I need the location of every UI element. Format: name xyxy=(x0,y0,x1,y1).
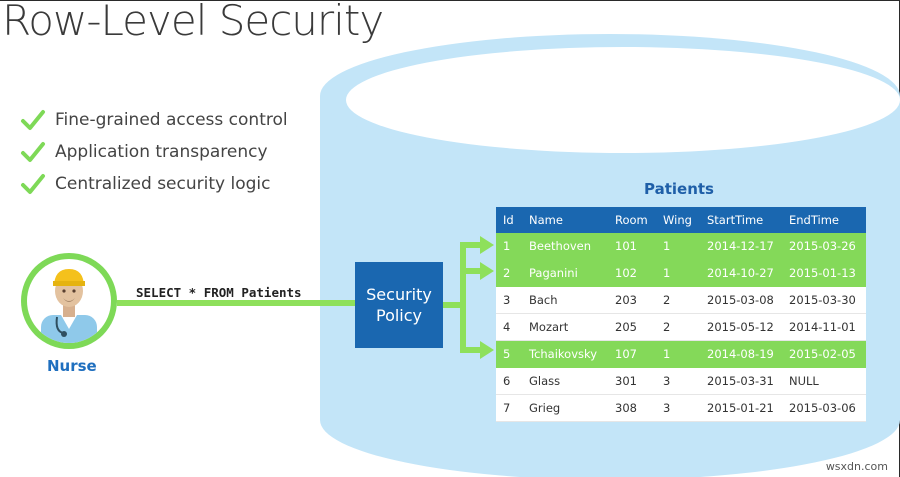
feature-text: Application transparency xyxy=(55,142,268,162)
patients-table: Id Name Room Wing StartTime EndTime 1 Be… xyxy=(496,207,866,422)
cell-wing: 3 xyxy=(656,394,700,422)
cell-room: 101 xyxy=(608,233,656,260)
cell-wing: 1 xyxy=(656,233,700,260)
cell-room: 102 xyxy=(608,259,656,287)
cell-start: 2015-03-08 xyxy=(700,286,782,314)
feature-item: Application transparency xyxy=(20,136,288,168)
cell-start: 2014-10-27 xyxy=(700,259,782,287)
cell-end: 2014-11-01 xyxy=(782,313,866,341)
cell-start: 2015-05-12 xyxy=(700,313,782,341)
cell-wing: 1 xyxy=(656,259,700,287)
query-connector xyxy=(117,300,355,306)
table-row: 4 Mozart 205 2 2015-05-12 2014-11-01 xyxy=(496,313,866,341)
cell-name: Mozart xyxy=(522,313,608,341)
feature-text: Fine-grained access control xyxy=(55,110,288,130)
column-header: Name xyxy=(522,207,608,233)
feature-list: Fine-grained access control Application … xyxy=(20,104,288,200)
cell-name: Paganini xyxy=(522,259,608,287)
table-row: 3 Bach 203 2 2015-03-08 2015-03-30 xyxy=(496,286,866,314)
cell-wing: 2 xyxy=(656,313,700,341)
column-header: Room xyxy=(608,207,656,233)
cell-room: 107 xyxy=(608,340,656,368)
table-row: 5 Tchaikovsky 107 1 2014-08-19 2015-02-0… xyxy=(496,340,866,368)
cell-name: Grieg xyxy=(522,394,608,422)
cell-id: 7 xyxy=(496,394,522,422)
cell-end: 2015-02-05 xyxy=(782,340,866,368)
sql-query-text: SELECT * FROM Patients xyxy=(136,285,302,300)
frame-border-top xyxy=(0,0,900,1)
cell-id: 5 xyxy=(496,340,522,368)
cell-id: 3 xyxy=(496,286,522,314)
cell-id: 2 xyxy=(496,259,522,287)
nurse-illustration xyxy=(27,259,111,343)
cell-wing: 3 xyxy=(656,367,700,395)
watermark-text: wsxdn.com xyxy=(825,460,888,473)
cell-room: 308 xyxy=(608,394,656,422)
cell-name: Tchaikovsky xyxy=(522,340,608,368)
checkmark-icon xyxy=(21,110,45,130)
cell-start: 2014-12-17 xyxy=(700,233,782,260)
cell-room: 203 xyxy=(608,286,656,314)
cell-wing: 2 xyxy=(656,286,700,314)
feature-text: Centralized security logic xyxy=(55,174,271,194)
cell-start: 2014-08-19 xyxy=(700,340,782,368)
checkmark-icon xyxy=(21,142,45,162)
column-header: Wing xyxy=(656,207,700,233)
cell-end: 2015-03-06 xyxy=(782,394,866,422)
column-header: Id xyxy=(496,207,522,233)
table-row: 7 Grieg 308 3 2015-01-21 2015-03-06 xyxy=(496,394,866,422)
cell-name: Bach xyxy=(522,286,608,314)
checkmark-icon xyxy=(21,174,45,194)
feature-item: Centralized security logic xyxy=(20,168,288,200)
feature-item: Fine-grained access control xyxy=(20,104,288,136)
security-policy-box: Security Policy xyxy=(355,262,443,348)
nurse-label: Nurse xyxy=(47,357,97,375)
slide-title: Row-Level Security xyxy=(2,0,384,45)
cell-id: 6 xyxy=(496,367,522,395)
cell-room: 205 xyxy=(608,313,656,341)
table-row: 2 Paganini 102 1 2014-10-27 2015-01-13 xyxy=(496,259,866,287)
cell-name: Beethoven xyxy=(522,233,608,260)
cell-start: 2015-01-21 xyxy=(700,394,782,422)
cell-start: 2015-03-31 xyxy=(700,367,782,395)
cell-room: 301 xyxy=(608,367,656,395)
cell-wing: 1 xyxy=(656,340,700,368)
nurse-icon xyxy=(41,269,97,343)
nurse-avatar xyxy=(21,253,117,349)
table-row: 6 Glass 301 3 2015-03-31 NULL xyxy=(496,367,866,395)
table-title: Patients xyxy=(644,180,714,198)
cell-id: 1 xyxy=(496,233,522,260)
cell-name: Glass xyxy=(522,367,608,395)
column-header: StartTime xyxy=(700,207,782,233)
cell-end: 2015-03-26 xyxy=(782,233,866,260)
cell-end: 2015-01-13 xyxy=(782,259,866,287)
column-header: EndTime xyxy=(782,207,866,233)
table-row: 1 Beethoven 101 1 2014-12-17 2015-03-26 xyxy=(496,233,866,260)
cell-id: 4 xyxy=(496,313,522,341)
table-header-row: Id Name Room Wing StartTime EndTime xyxy=(496,207,866,233)
cell-end: 2015-03-30 xyxy=(782,286,866,314)
cell-end: NULL xyxy=(782,367,866,395)
